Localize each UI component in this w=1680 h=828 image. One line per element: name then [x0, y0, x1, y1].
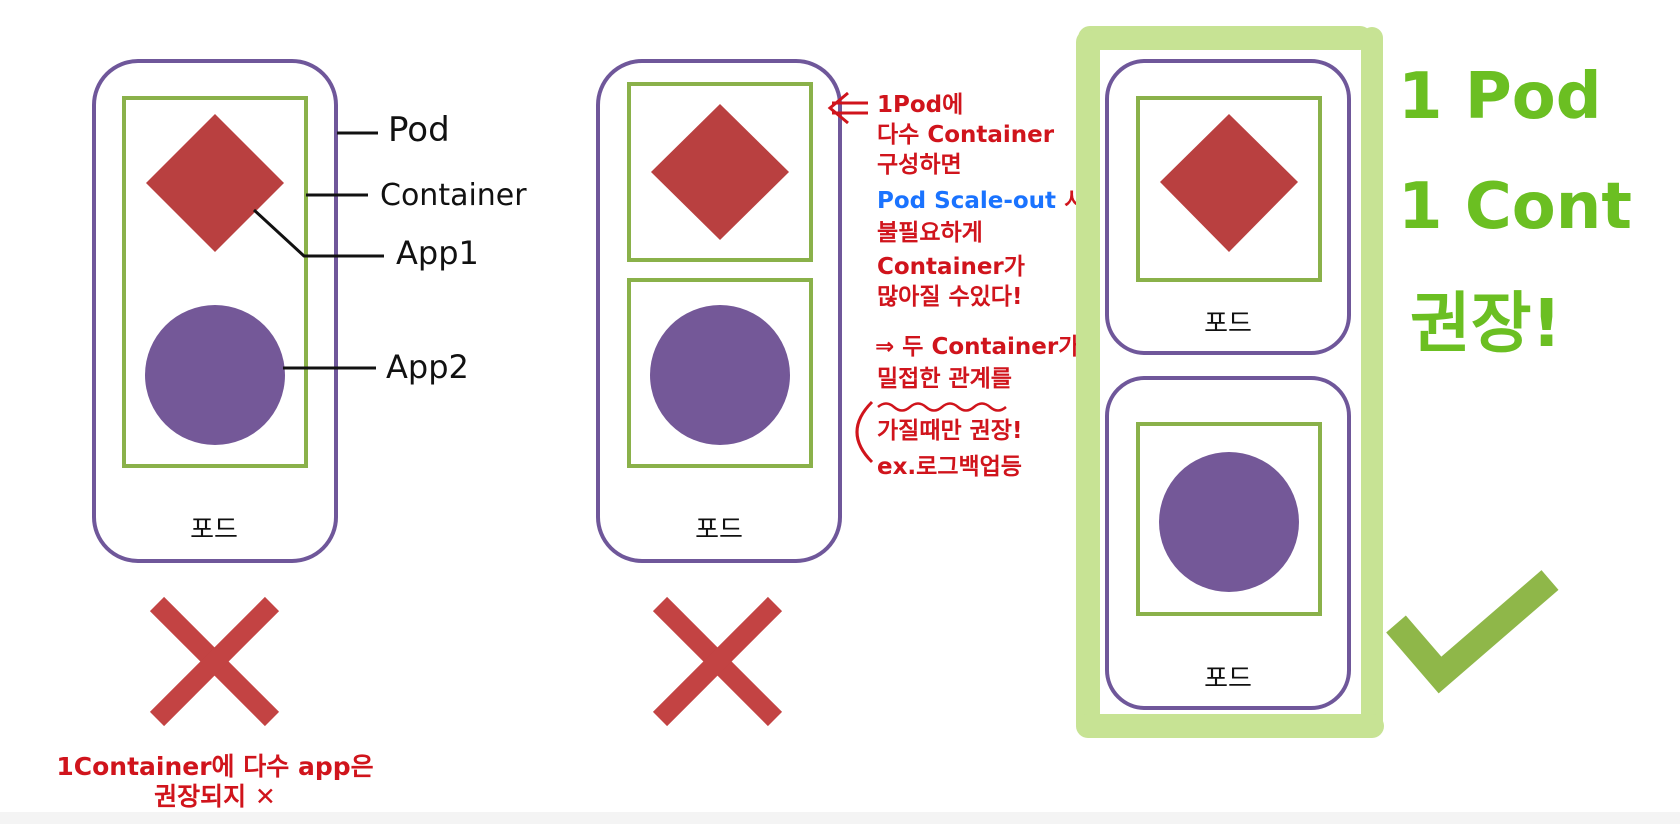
app1-leader-line	[252, 208, 384, 258]
red-x-icon	[652, 596, 783, 727]
pod-box	[92, 59, 338, 563]
red-x-icon	[149, 596, 280, 727]
pod-box	[596, 59, 842, 563]
pod-label: Pod	[388, 110, 450, 150]
red-diamond-icon	[651, 104, 789, 240]
middle-note: 1Pod에 다수 Container 구성하면 Pod Scale-out 시 …	[875, 92, 1085, 480]
purple-circle-icon	[145, 305, 285, 445]
wavy-underline	[877, 402, 1007, 412]
bottom-strip	[0, 812, 1680, 824]
left-note-line-2: 권장되지 ✕	[154, 782, 276, 811]
pod-caption: 포드	[1204, 664, 1252, 694]
pod-box-top	[1105, 59, 1351, 355]
container-box-top	[627, 82, 813, 262]
pod-caption: 포드	[190, 515, 238, 545]
container-label: Container	[380, 178, 527, 213]
red-diamond-icon	[1160, 114, 1298, 252]
middle-note-line-4: Pod Scale-out 시	[877, 188, 1085, 214]
middle-note-line-6: Container가	[877, 254, 1025, 280]
middle-note-line-7: 많아질 수있다!	[877, 284, 1022, 310]
middle-note-line-10: 가질때만 권장!	[877, 418, 1022, 444]
double-arrow-left-icon	[827, 91, 868, 125]
left-note-line-1: 1Container에 다수 app은	[56, 752, 373, 781]
container-box	[122, 96, 308, 468]
right-note-line-1: 1 Pod	[1398, 60, 1602, 134]
pod-caption: 포드	[695, 515, 743, 545]
purple-circle-icon	[650, 305, 790, 445]
right-note-line-3: 권장!	[1410, 285, 1562, 362]
purple-circle-icon	[1159, 452, 1299, 592]
app1-label: App1	[396, 234, 479, 272]
green-check-icon	[1386, 570, 1559, 694]
middle-note-line-5: 불필요하게	[877, 220, 983, 246]
panel-one-pod-many-containers: 포드 1Pod에 다수 Container 구성하면 Pod Scale-out…	[596, 59, 1085, 727]
red-diamond-icon	[146, 114, 284, 252]
container-box-bottom	[627, 278, 813, 468]
pod-caption: 포드	[1204, 309, 1252, 339]
panel-recommended: 포드 포드 1 Pod 1 Cont 권장!	[1076, 26, 1632, 738]
middle-note-line-2: 다수 Container	[877, 122, 1055, 148]
middle-note-line-1: 1Pod에	[877, 92, 963, 118]
middle-note-line-11: ex.로그백업등	[877, 454, 1022, 480]
pod-scale-out-text: Pod Scale-out	[877, 188, 1056, 214]
middle-note-line-8: ⇒ 두 Container가	[875, 334, 1079, 360]
app2-label: App2	[386, 348, 469, 386]
pod-box-bottom	[1105, 376, 1351, 710]
container-box-top	[1136, 96, 1322, 282]
middle-note-line-9: 밀접한 관계를	[877, 366, 1012, 392]
highlight-frame	[1076, 26, 1384, 738]
middle-note-line-3: 구성하면	[877, 152, 962, 178]
right-note: 1 Pod 1 Cont 권장!	[1398, 60, 1632, 362]
right-note-line-2: 1 Cont	[1398, 170, 1632, 244]
bracket-mark	[855, 400, 874, 464]
container-box-bottom	[1136, 422, 1322, 616]
panel-one-container-many-apps: Pod Container App1 App2 포드 1Container에 다…	[56, 59, 527, 811]
